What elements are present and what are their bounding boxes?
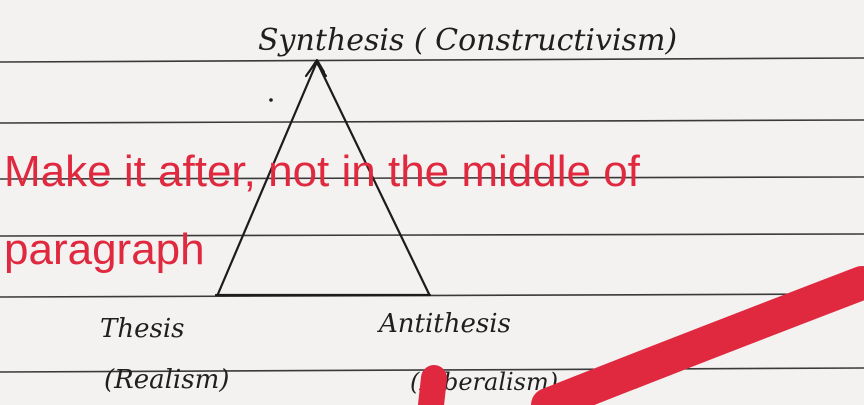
review-comment-line2: paragraph [4,225,205,274]
ruled-line [0,233,864,237]
ruled-line [0,176,864,180]
marker-stroke-diagonal [531,266,864,405]
ruled-line [0,119,864,124]
ink-dot [269,98,273,102]
review-comment-line1: Make it after, not in the middle of [4,147,641,196]
apex-arrowheads [304,58,328,78]
dialectic-triangle [214,58,432,297]
triangle-right-edge [316,62,431,296]
realism-label-visible: (Realism) [104,365,229,395]
synthesis-label: Synthesis ( Constructivism) [258,23,677,58]
triangle-left-edge [216,62,318,296]
thesis-label: Thesis [100,314,184,344]
ruled-line [0,293,864,298]
ruled-line [0,57,864,63]
red-marker-arrow [418,266,864,405]
marker-dot [421,366,447,392]
antithesis-label: Antithesis [377,309,511,339]
